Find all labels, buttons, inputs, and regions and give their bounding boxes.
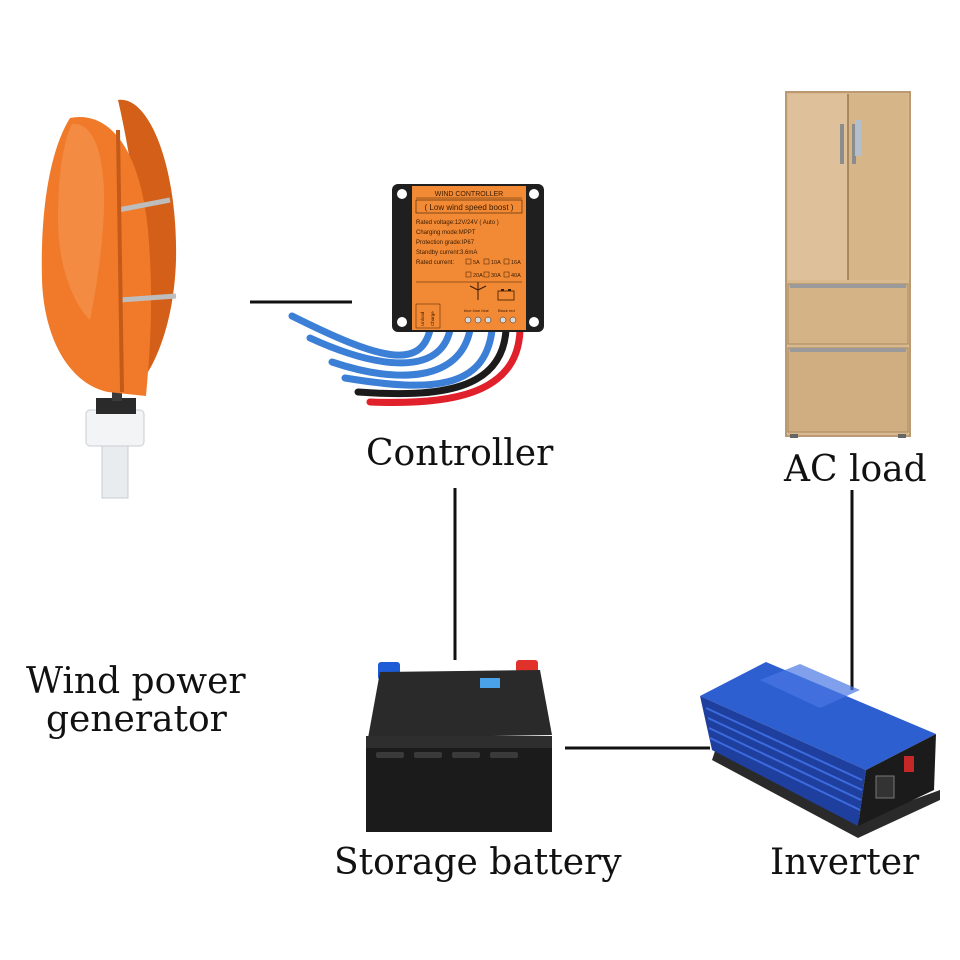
controller-current-option: 30A (491, 273, 501, 279)
controller-current-option: 10A (491, 260, 501, 266)
controller-current-option: 16A (511, 260, 521, 266)
controller-subtitle: ( Low wind speed boost ) (425, 203, 514, 212)
controller-rated-voltage: Rated voltage:12V/24V ( Auto ) (416, 220, 499, 226)
label-ac-load: AC load (784, 449, 927, 490)
controller-charge-label: Charge (430, 311, 435, 326)
refrigerator-image (785, 91, 911, 438)
controller-unload-label: Unload (420, 311, 425, 326)
inverter-image (700, 662, 940, 838)
label-wind-generator-line2: generator (46, 699, 227, 740)
battery-terminal-icon (497, 289, 515, 301)
label-storage-battery: Storage battery (334, 842, 622, 883)
wind-turbine-image (41, 99, 177, 499)
turbine-terminal-icon (469, 282, 487, 300)
controller-current-option: 40A (511, 273, 521, 279)
label-controller: Controller (366, 433, 554, 474)
controller-rated-current: Rated current: (416, 260, 454, 266)
connector-lines (250, 300, 854, 750)
controller-wire-black-red-label: Black red (498, 308, 515, 313)
controller-current-option: 5A (473, 260, 480, 266)
label-wind-generator-line1: Wind power (26, 661, 246, 702)
controller-image: WIND CONTROLLER ( Low wind speed boost )… (392, 184, 544, 332)
storage-battery-image (366, 660, 552, 832)
controller-protection-grade: Protection grade:IP67 (416, 240, 475, 246)
controller-wire-blue-label: blue blue blue (464, 308, 490, 313)
controller-standby-current: Standby current:3.6mA (416, 250, 477, 256)
label-inverter: Inverter (770, 842, 920, 883)
controller-wires (288, 312, 524, 406)
controller-charging-mode: Charging mode:MPPT (416, 230, 476, 236)
controller-current-option: 20A (473, 273, 483, 279)
controller-title: WIND CONTROLLER (435, 191, 503, 198)
